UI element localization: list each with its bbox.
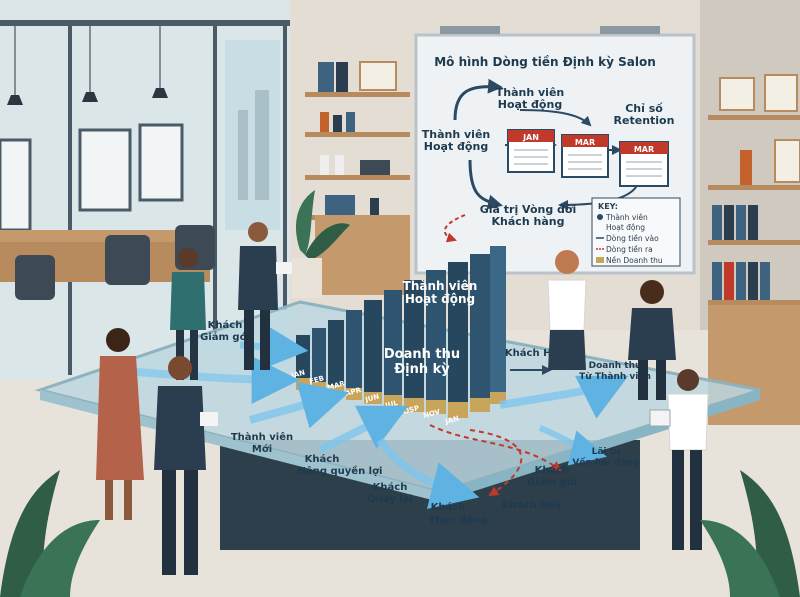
flow-new-line1: Thành viên	[231, 431, 293, 443]
person	[96, 328, 144, 520]
board-key: KEY: Thành viên Hoạt động Dòng tiền vào …	[591, 197, 681, 267]
flow-member-revenue-line1: Doanh thu	[589, 361, 642, 371]
bars-main-line2: Định kỳ	[394, 362, 450, 377]
svg-text:JAN: JAN	[522, 133, 539, 142]
table-labels: Khách Giảm gói Khách Hủy Doanh thu Từ Th…	[200, 319, 651, 526]
svg-text:Nền Doanh thu: Nền Doanh thu	[606, 256, 663, 265]
plant-icon	[700, 470, 800, 597]
bars-title-line2: Hoạt động	[405, 292, 475, 306]
board-node-active-2-line1: Thành viên	[422, 128, 490, 141]
flow-passive-line1: Khách	[431, 501, 466, 513]
flow-upgrade-line1: Khách	[305, 453, 340, 465]
board-node-retention-line1: Chỉ số	[625, 102, 663, 115]
svg-text:JUL: JUL	[383, 399, 399, 410]
svg-text:JAN: JAN	[443, 415, 460, 427]
flow-return-line1: Khách	[373, 481, 408, 493]
flow-new-line2: Mới	[252, 443, 272, 455]
board-node-active-1-line2: Hoạt động	[498, 98, 562, 111]
flow-return-line2: Quay lại	[367, 494, 413, 505]
board-title: Mô hình Dòng tiền Định kỳ Salon	[434, 55, 656, 69]
svg-text:Dòng tiền ra: Dòng tiền ra	[606, 245, 653, 254]
svg-text:JUN: JUN	[363, 393, 380, 405]
board-node-ltv-line2: Khách hàng	[492, 215, 565, 228]
bars-title-line1: Thành viên	[403, 279, 478, 293]
bars-main-line1: Doanh thu	[384, 347, 460, 362]
person	[628, 280, 676, 400]
flow-downgrade-top-line1: Khách	[208, 319, 243, 331]
svg-text:FEB: FEB	[308, 374, 324, 386]
svg-text:Dòng tiền vào: Dòng tiền vào	[606, 234, 659, 243]
person	[170, 248, 206, 380]
board-node-ltv-line1: Giá trị Vòng đời	[480, 203, 577, 216]
svg-text:Thành viên: Thành viên	[605, 213, 648, 222]
person	[154, 356, 218, 575]
plant-icon	[0, 470, 100, 597]
plant-icon	[292, 190, 350, 298]
person	[547, 250, 587, 370]
svg-text:Hoạt động: Hoạt động	[606, 223, 645, 232]
person	[238, 222, 292, 370]
flow-passive-line2: Thực động	[429, 514, 488, 526]
flow-interest-line1: Lãi từ	[592, 447, 621, 457]
flow-downgrade-bottom-line2: Giảm gói	[527, 476, 577, 488]
person	[649, 369, 709, 550]
calendar-icon: JAN	[507, 129, 555, 173]
flow-downgrade-top-line2: Giảm gói	[200, 331, 250, 343]
calendar-icon: MAR	[619, 141, 669, 187]
whiteboard: Mô hình Dòng tiền Định kỳ Salon Thành vi…	[414, 26, 696, 275]
flow-upgrade-line2: Nâng quyền lợi	[298, 464, 383, 477]
flow-member-revenue-line2: Từ Thành viên	[579, 371, 651, 382]
calendar-icon: MAR	[561, 134, 609, 178]
flow-churn-bottom: Khách Hủy	[502, 499, 563, 511]
svg-text:KEY:: KEY:	[598, 202, 618, 211]
board-node-active-1-line1: Thành viên	[496, 86, 564, 99]
svg-text:OSP: OSP	[402, 404, 420, 416]
board-node-active-2-line2: Hoạt động	[424, 140, 488, 153]
board-node-retention-line2: Retention	[614, 114, 675, 127]
flow-interest-line2: Vốn lưu động	[572, 457, 639, 468]
svg-text:MAR: MAR	[634, 145, 654, 154]
salon-glass-room	[0, 0, 290, 380]
flow-downgrade-bottom-line1: Khách	[535, 464, 570, 476]
svg-text:MAR: MAR	[575, 138, 595, 147]
